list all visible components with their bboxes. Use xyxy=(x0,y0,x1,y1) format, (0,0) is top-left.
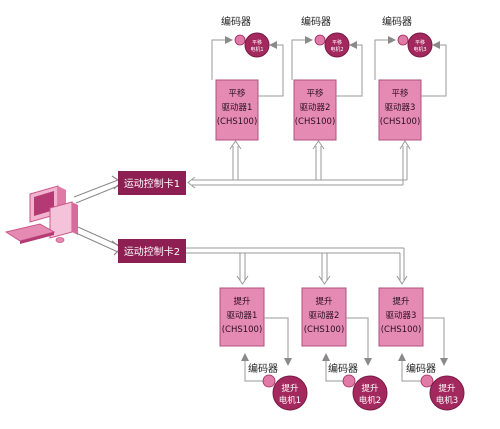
motion-card-2-label: 运动控制卡2 xyxy=(124,245,180,258)
svg-text:(CHS100): (CHS100) xyxy=(217,117,258,127)
bottom-driver-3: 提升 驱动器3 (CHS100) xyxy=(378,287,424,347)
svg-text:(CHS100): (CHS100) xyxy=(295,117,336,127)
pc-to-card2-link xyxy=(75,226,122,256)
bottom-bus xyxy=(186,247,408,285)
encoder-icon xyxy=(314,34,326,46)
svg-text:提升: 提升 xyxy=(315,296,333,307)
svg-text:电机1: 电机1 xyxy=(250,46,263,53)
bottom-encoder-motor-2: 编码器 提升 电机2 xyxy=(322,317,388,411)
pc-to-card1-link xyxy=(73,175,122,204)
encoder-icon xyxy=(397,34,409,46)
svg-text:平移: 平移 xyxy=(306,88,324,99)
encoder-label: 编码器 xyxy=(248,362,278,375)
svg-text:驱动器2: 驱动器2 xyxy=(309,310,340,321)
svg-text:平移: 平移 xyxy=(228,88,246,99)
encoder-icon xyxy=(342,374,356,388)
encoder-label: 编码器 xyxy=(328,362,358,375)
svg-text:提升: 提升 xyxy=(233,296,251,307)
svg-text:驱动器2: 驱动器2 xyxy=(300,102,331,113)
motor-icon xyxy=(429,375,465,411)
encoder-label: 编码器 xyxy=(382,15,412,28)
top-driver-2: 平移 驱动器2 (CHS100) xyxy=(293,79,337,141)
encoder-icon xyxy=(420,374,434,388)
svg-text:驱动器1: 驱动器1 xyxy=(222,102,253,113)
bottom-encoder-motor-3: 编码器 提升 电机3 xyxy=(398,317,465,411)
svg-text:提升: 提升 xyxy=(361,383,379,394)
encoder-label: 编码器 xyxy=(406,362,436,375)
svg-text:电机3: 电机3 xyxy=(413,46,426,53)
top-encoder-motor-2: 编码器 平移 电机2 xyxy=(291,15,363,97)
svg-text:驱动器1: 驱动器1 xyxy=(227,310,258,321)
svg-text:平移: 平移 xyxy=(415,39,425,46)
svg-text:驱动器3: 驱动器3 xyxy=(385,102,416,113)
top-encoder-motor-1: 编码器 平移 电机1 xyxy=(211,15,284,97)
svg-text:提升: 提升 xyxy=(438,383,456,394)
bottom-driver-2: 提升 驱动器2 (CHS100) xyxy=(301,287,347,347)
computer-icon xyxy=(4,185,78,244)
motion-card-2: 运动控制卡2 xyxy=(118,239,186,263)
top-encoder-motor-3: 编码器 平移 电机3 xyxy=(374,15,447,97)
motion-card-1: 运动控制卡1 xyxy=(118,171,186,195)
top-bus xyxy=(187,140,411,189)
motion-card-1-label: 运动控制卡1 xyxy=(124,177,180,190)
svg-text:(CHS100): (CHS100) xyxy=(222,325,263,335)
svg-text:(CHS100): (CHS100) xyxy=(304,325,345,335)
top-driver-3: 平移 驱动器3 (CHS100) xyxy=(378,79,422,141)
svg-text:电机3: 电机3 xyxy=(436,395,458,406)
svg-text:驱动器3: 驱动器3 xyxy=(386,310,417,321)
svg-text:电机2: 电机2 xyxy=(359,395,381,406)
svg-text:电机1: 电机1 xyxy=(279,395,301,406)
motor-icon xyxy=(352,375,388,411)
bottom-driver-1: 提升 驱动器1 (CHS100) xyxy=(219,287,265,347)
motor-icon xyxy=(272,375,308,411)
encoder-icon xyxy=(234,34,246,46)
svg-text:(CHS100): (CHS100) xyxy=(381,325,422,335)
svg-text:(CHS100): (CHS100) xyxy=(380,117,421,127)
svg-text:平移: 平移 xyxy=(332,39,342,46)
top-driver-1: 平移 驱动器1 (CHS100) xyxy=(215,79,259,141)
svg-text:提升: 提升 xyxy=(392,296,410,307)
svg-text:电机2: 电机2 xyxy=(330,46,343,53)
encoder-label: 编码器 xyxy=(221,15,251,28)
encoder-label: 编码器 xyxy=(301,15,331,28)
encoder-icon xyxy=(262,374,276,388)
svg-text:提升: 提升 xyxy=(281,383,299,394)
bottom-encoder-motor-1: 编码器 提升 电机1 xyxy=(241,317,308,411)
svg-text:平移: 平移 xyxy=(391,88,409,99)
svg-text:平移: 平移 xyxy=(252,39,262,46)
